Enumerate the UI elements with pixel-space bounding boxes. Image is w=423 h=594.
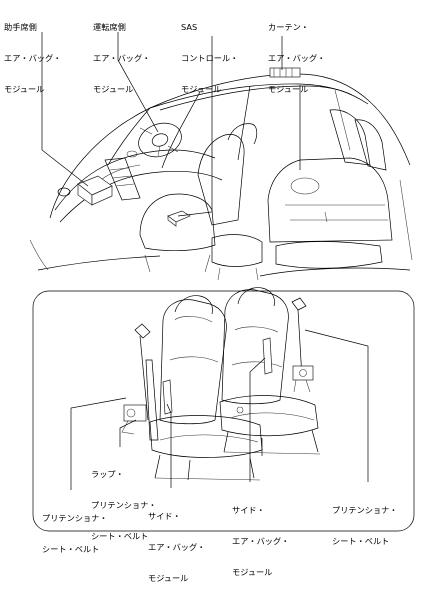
seat-detail-illustration bbox=[121, 287, 321, 481]
label-line: モジュール bbox=[181, 84, 222, 95]
label-line: モジュール bbox=[148, 573, 189, 584]
label-line: ラップ・ bbox=[91, 468, 124, 479]
label-line: シート・ベルト bbox=[91, 531, 149, 542]
label-pretensioner-seatbelt-left: プリテンショナ・ シート・ベルト bbox=[42, 492, 108, 565]
label-line: サイド・ bbox=[232, 504, 265, 515]
label-line: モジュール bbox=[93, 84, 134, 95]
label-line: カーテン・ bbox=[268, 21, 309, 32]
label-line: エア・バッグ・ bbox=[4, 53, 62, 64]
label-line: モジュール bbox=[4, 84, 45, 95]
vehicle-interior-illustration bbox=[29, 67, 413, 281]
seat-detail-panel bbox=[32, 290, 415, 532]
label-line: サイド・ bbox=[148, 510, 181, 521]
label-line: シート・ベルト bbox=[42, 544, 100, 555]
label-line: プリテンショナ・ bbox=[332, 504, 398, 515]
label-side-airbag-module-right: サイド・ エア・バッグ・ モジュール bbox=[232, 484, 289, 588]
label-curtain-airbag-module: カーテン・ エア・バッグ・ モジュール bbox=[268, 1, 325, 105]
label-side-airbag-module-left: サイド・ エア・バッグ・ モジュール bbox=[148, 490, 205, 594]
label-pretensioner-seatbelt-right: プリテンショナ・ シート・ベルト bbox=[332, 484, 398, 557]
label-passenger-airbag-module: 助手席側 エア・バッグ・ モジュール bbox=[4, 1, 61, 105]
label-sas-control-module: SAS コントロール・ モジュール bbox=[181, 1, 238, 105]
label-line: エア・バッグ・ bbox=[232, 536, 290, 547]
label-line: プリテンショナ・ bbox=[42, 512, 108, 523]
label-line: SAS bbox=[181, 21, 198, 32]
label-line: モジュール bbox=[268, 84, 309, 95]
label-driver-airbag-module: 運転席側 エア・バッグ・ モジュール bbox=[93, 1, 150, 105]
label-line: プリテンショナ・ bbox=[91, 500, 157, 511]
label-lap-pretensioner-seatbelt: ラップ・ プリテンショナ・ シート・ベルト bbox=[91, 448, 157, 552]
diagram-canvas bbox=[29, 32, 415, 532]
bottom-leader-lines bbox=[70, 329, 369, 490]
label-line: 助手席側 bbox=[4, 21, 37, 32]
label-line: 運転席側 bbox=[93, 21, 126, 32]
label-line: エア・バッグ・ bbox=[148, 542, 206, 553]
label-line: シート・ベルト bbox=[332, 536, 390, 547]
label-line: モジュール bbox=[232, 567, 273, 578]
label-line: コントロール・ bbox=[181, 53, 239, 64]
label-line: エア・バッグ・ bbox=[268, 53, 326, 64]
top-leader-lines bbox=[41, 32, 283, 217]
label-line: エア・バッグ・ bbox=[93, 53, 151, 64]
